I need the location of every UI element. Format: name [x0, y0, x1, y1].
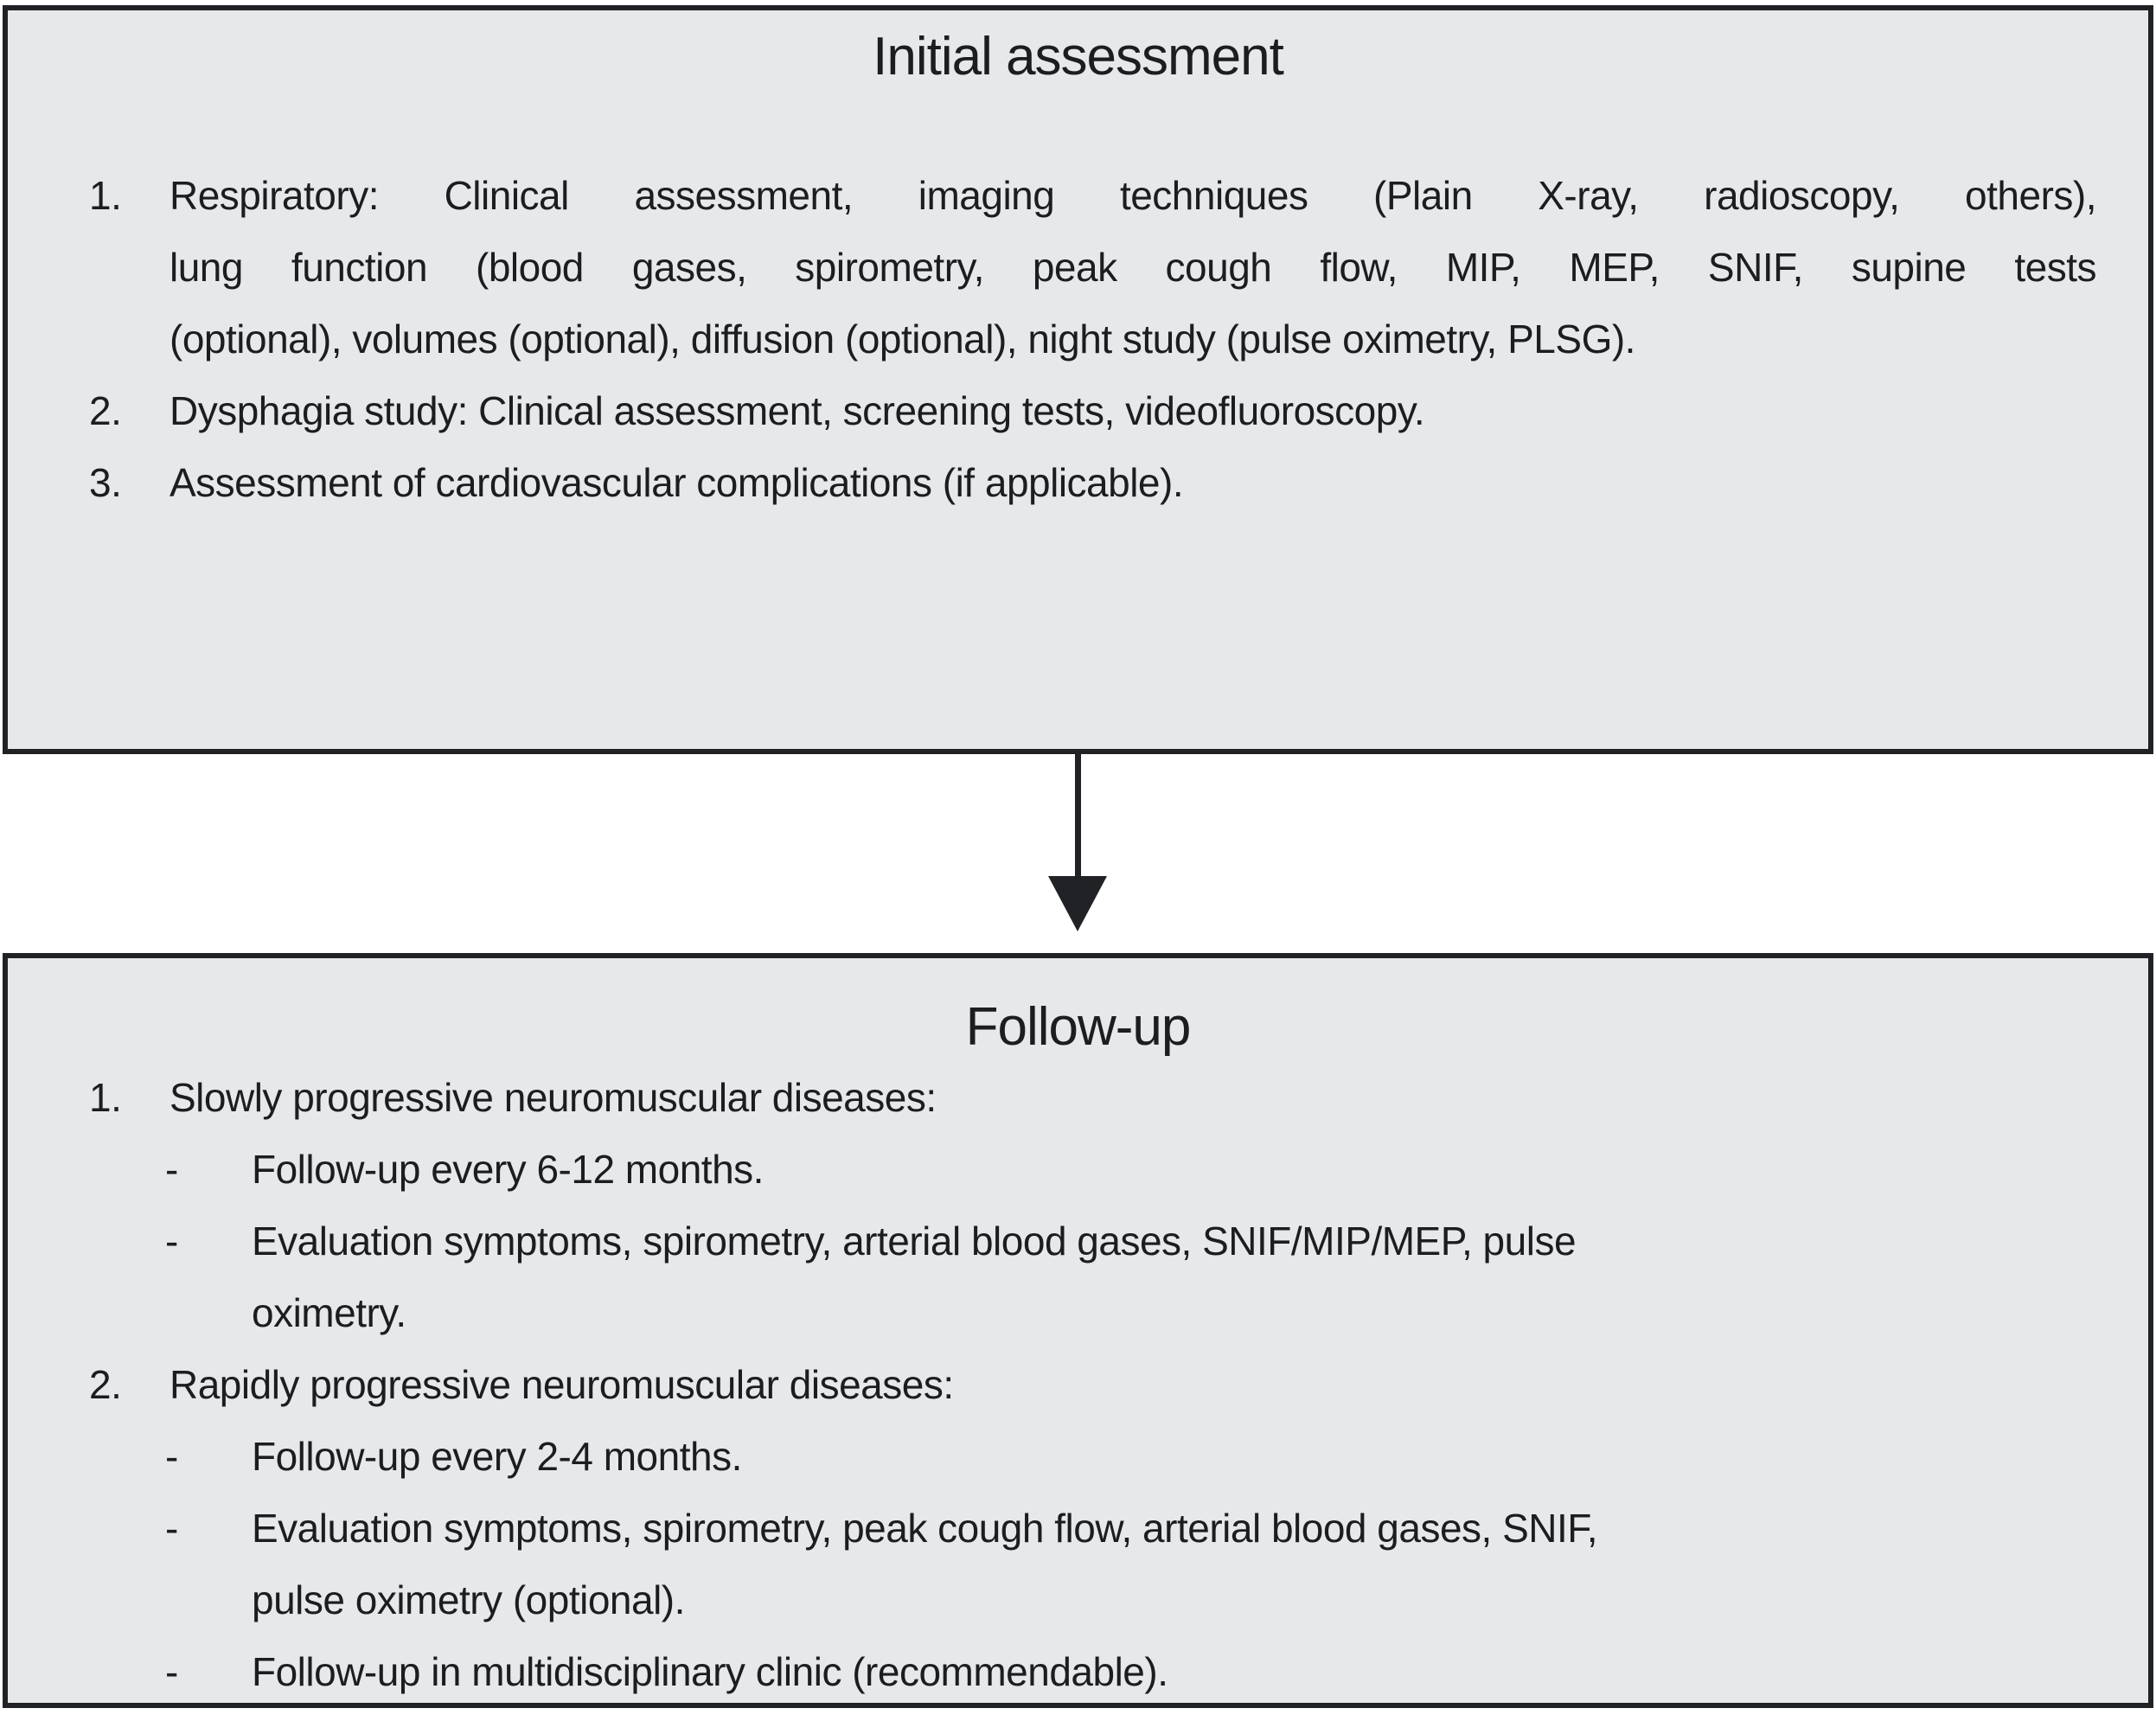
sub-bullet-multidisciplinary: - Follow-up in multidisciplinary clinic …	[165, 1636, 2096, 1703]
item-body: Rapidly progressive neuromuscular diseas…	[170, 1349, 2096, 1421]
text-line: Rapidly progressive neuromuscular diseas…	[170, 1362, 954, 1407]
text-line: Follow-up every 6-12 months.	[252, 1147, 764, 1192]
initial-assessment-list: 1. Respiratory: Clinical assessment, ima…	[8, 160, 2148, 519]
item-body: Assessment of cardiovascular complicatio…	[170, 447, 2096, 519]
bullet-dash: -	[165, 1649, 179, 1694]
sub-body: Follow-up every 2-4 months.	[252, 1421, 2096, 1493]
arrow-head	[1048, 876, 1107, 931]
item-number: 3.	[89, 460, 122, 505]
text-line: Slowly progressive neuromuscular disease…	[170, 1075, 937, 1120]
item-body: Respiratory: Clinical assessment, imagin…	[170, 160, 2097, 375]
bullet-dash: -	[165, 1434, 179, 1479]
sub-body: Evaluation symptoms, spirometry, arteria…	[252, 1206, 2096, 1349]
text-line: oximetry.	[252, 1290, 406, 1335]
text-line: Respiratory: Clinical assessment, imagin…	[170, 173, 2097, 218]
list-item-rapidly-progressive: 2. Rapidly progressive neuromuscular dis…	[89, 1349, 2096, 1421]
arrow-stem	[1075, 754, 1081, 878]
text-line: Evaluation symptoms, spirometry, arteria…	[252, 1219, 1577, 1264]
follow-up-box: Follow-up 1. Slowly progressive neuromus…	[3, 953, 2153, 1708]
follow-up-list: 1. Slowly progressive neuromuscular dise…	[8, 1062, 2148, 1703]
sub-body: Evaluation symptoms, spirometry, peak co…	[252, 1493, 2096, 1636]
list-item-slowly-progressive: 1. Slowly progressive neuromuscular dise…	[89, 1062, 2096, 1134]
text-line: Dysphagia study: Clinical assessment, sc…	[170, 388, 1425, 433]
sub-bullet-followup-6-12: - Follow-up every 6-12 months.	[165, 1134, 2096, 1206]
list-item-dysphagia: 2. Dysphagia study: Clinical assessment,…	[89, 375, 2096, 447]
sub-bullet-followup-2-4: - Follow-up every 2-4 months.	[165, 1421, 2096, 1493]
sub-body: Follow-up every 6-12 months.	[252, 1134, 2096, 1206]
sub-bullet-evaluation-slow: - Evaluation symptoms, spirometry, arter…	[165, 1206, 2096, 1349]
text-line: (optional), volumes (optional), diffusio…	[170, 317, 1635, 361]
bullet-dash: -	[165, 1147, 179, 1192]
initial-assessment-box: Initial assessment 1. Respiratory: Clini…	[3, 5, 2153, 754]
list-item-respiratory: 1. Respiratory: Clinical assessment, ima…	[89, 160, 2097, 375]
item-number: 2.	[89, 1362, 122, 1407]
sub-body: Follow-up in multidisciplinary clinic (r…	[252, 1636, 2096, 1703]
list-item-cardiovascular: 3. Assessment of cardiovascular complica…	[89, 447, 2096, 519]
item-number: 1.	[89, 1075, 122, 1120]
text-line: Follow-up in multidisciplinary clinic (r…	[252, 1649, 1168, 1694]
text-line: Follow-up every 2-4 months.	[252, 1434, 742, 1479]
item-number: 2.	[89, 388, 122, 433]
text-line: Evaluation symptoms, spirometry, peak co…	[252, 1506, 1598, 1551]
item-number: 1.	[89, 173, 122, 218]
text-line: lung function (blood gases, spirometry, …	[170, 245, 2097, 290]
follow-up-title: Follow-up	[965, 997, 1192, 1057]
text-line: Assessment of cardiovascular complicatio…	[170, 460, 1184, 505]
initial-assessment-title: Initial assessment	[873, 27, 1284, 86]
bullet-dash: -	[165, 1219, 179, 1264]
item-body: Slowly progressive neuromuscular disease…	[170, 1062, 2096, 1134]
text-line: pulse oximetry (optional).	[252, 1577, 685, 1622]
bullet-dash: -	[165, 1506, 179, 1551]
sub-bullet-evaluation-rapid: - Evaluation symptoms, spirometry, peak …	[165, 1493, 2096, 1636]
item-body: Dysphagia study: Clinical assessment, sc…	[170, 375, 2096, 447]
arrow-down-icon	[1048, 754, 1107, 932]
